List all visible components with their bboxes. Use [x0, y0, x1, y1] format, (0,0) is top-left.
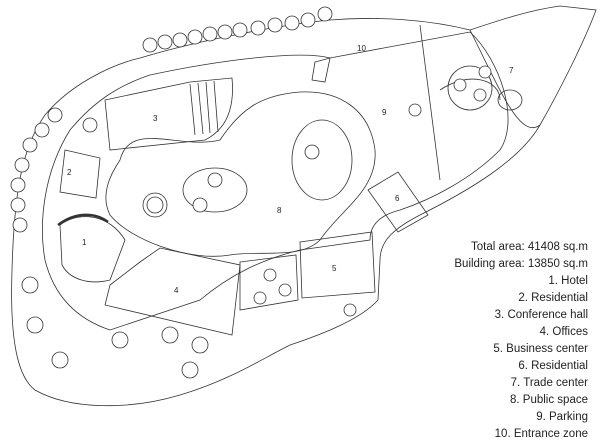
trees: [10, 6, 492, 379]
inner-boundary: [42, 31, 509, 331]
zone-label-3: 3: [153, 114, 158, 123]
legend-item-trade-center: 7. Trade center: [510, 377, 588, 389]
oval-plaza: [182, 167, 248, 213]
zone-label-6: 6: [395, 194, 400, 203]
zone-label-1: 1: [82, 238, 87, 247]
zone-label-4: 4: [174, 286, 179, 295]
site-plan: 1 2 3 4 5 6 7 8 9 10: [10, 5, 597, 407]
zone-label-9: 9: [382, 108, 387, 117]
trade-center-plaza: [447, 65, 493, 111]
legend-item-offices: 4. Offices: [539, 326, 588, 338]
building-3-stairs: [189, 80, 219, 136]
legend: Total area: 41408 sq.m Building area: 13…: [454, 239, 588, 443]
building-1: [59, 216, 126, 283]
legend-item-residential: 2. Residential: [518, 292, 588, 304]
courtyard: [239, 254, 299, 311]
legend-item-conference-hall: 3. Conference hall: [494, 309, 588, 321]
building-4: [104, 247, 241, 336]
zone-label-7: 7: [509, 66, 514, 75]
zone-label-10: 10: [357, 44, 366, 53]
legend-item-business-center: 5. Business center: [493, 343, 588, 355]
legend-item-entrance-zone: 10. Entrance zone: [494, 428, 588, 440]
total-area: Total area: 41408 sq.m: [471, 241, 588, 253]
legend-item-residential-2: 6. Residential: [518, 360, 588, 372]
legend-item-parking: 9. Parking: [536, 411, 588, 423]
legend-item-public-space: 8. Public space: [510, 394, 588, 406]
public-space-area: [105, 91, 376, 257]
fountain-inner: [146, 196, 164, 214]
entrance-ramp: [311, 57, 331, 83]
building-5: [299, 231, 376, 299]
oval-plaza-2: [291, 119, 353, 201]
building-1-arc: [57, 213, 109, 227]
zone-label-2: 2: [67, 168, 72, 177]
zone-label-8: 8: [277, 206, 282, 215]
building-area: Building area: 13850 sq.m: [454, 258, 588, 270]
trade-center-plaza-2: [497, 89, 523, 111]
zone-label-5: 5: [332, 264, 337, 273]
legend-item-hotel: 1. Hotel: [548, 275, 588, 287]
trade-center-area: [419, 24, 541, 181]
site-boundary: [11, 5, 597, 407]
fountain: [142, 192, 168, 218]
building-3: [104, 77, 233, 151]
building-6: [367, 171, 429, 233]
building-2: [59, 149, 101, 199]
